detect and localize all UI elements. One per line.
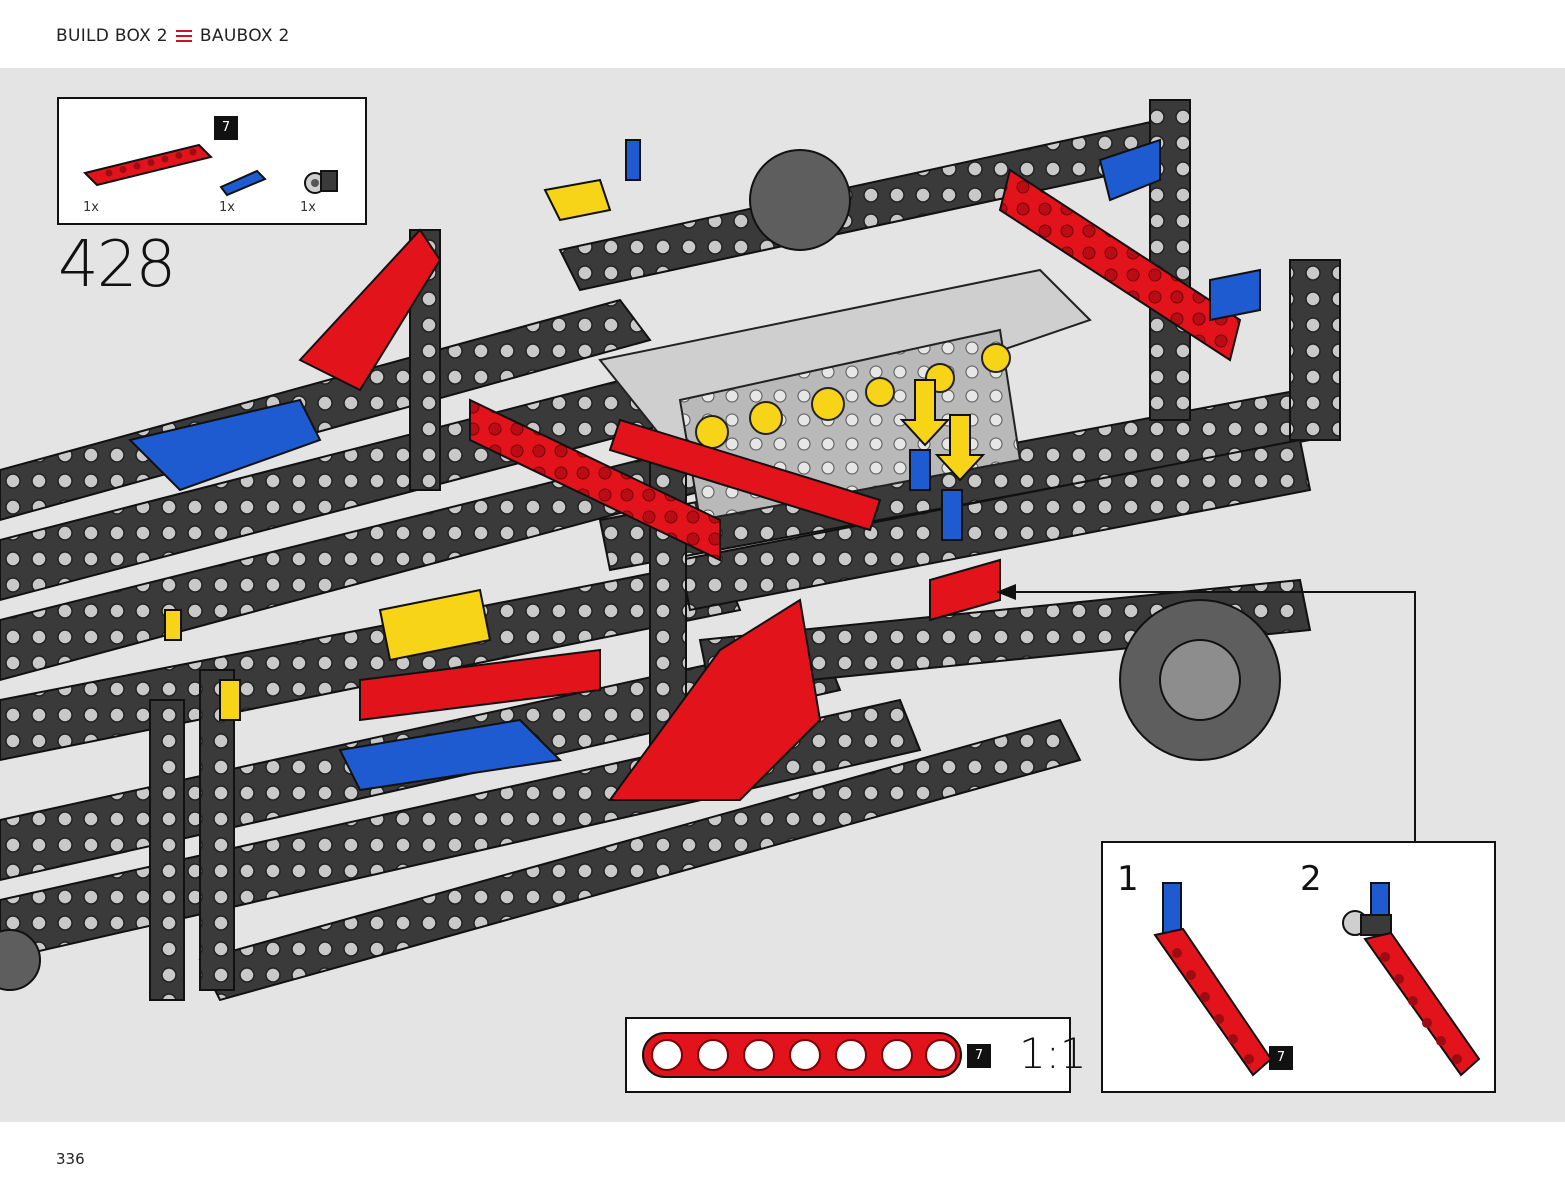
step-number: 428 (58, 228, 176, 302)
part-length-badge: 7 (214, 116, 238, 140)
divider-icon (175, 30, 192, 42)
illustration-area (0, 68, 1565, 1122)
build-box-title: BUILD BOX 2 BAUBOX 2 (56, 26, 290, 46)
part-quantity: 1x (300, 200, 316, 215)
blue-components (128, 138, 1261, 792)
callout-connector (996, 584, 1416, 841)
technic-model-illustration (0, 99, 1416, 1002)
page-footer (0, 1122, 1565, 1191)
scale-callout: 7 1:1 (625, 1017, 1087, 1093)
wheel-hubs (0, 149, 1281, 991)
sub-assembly-box: 1 2 7 (1101, 841, 1496, 1093)
red-body-panels (298, 168, 1242, 801)
red-beam-7-part (83, 143, 213, 187)
part-quantity: 1x (219, 200, 235, 215)
page-number: 336 (56, 1150, 85, 1168)
sub-step-1-illustration (1153, 882, 1273, 1077)
insertion-arrows (899, 379, 986, 482)
sub-step-2-illustration (1342, 882, 1481, 1077)
page-header: BUILD BOX 2 BAUBOX 2 (0, 0, 1565, 68)
scale-label: 1:1 (1019, 1029, 1087, 1078)
sub-step-number: 1 (1117, 859, 1139, 899)
red-beam-actual-size (642, 1032, 962, 1078)
parts-list-box: 7 1x 1x 1x (57, 97, 367, 225)
yellow-components (164, 178, 612, 721)
part-length-badge: 7 (1269, 1046, 1293, 1070)
part-quantity: 1x (83, 200, 99, 215)
sub-step-number: 2 (1300, 859, 1322, 899)
header-title-en: BUILD BOX 2 (56, 26, 168, 46)
header-title-de: BAUBOX 2 (199, 26, 290, 46)
gray-connector-part (304, 170, 338, 194)
blue-pin-part (219, 169, 267, 197)
part-length-badge: 7 (967, 1044, 991, 1068)
